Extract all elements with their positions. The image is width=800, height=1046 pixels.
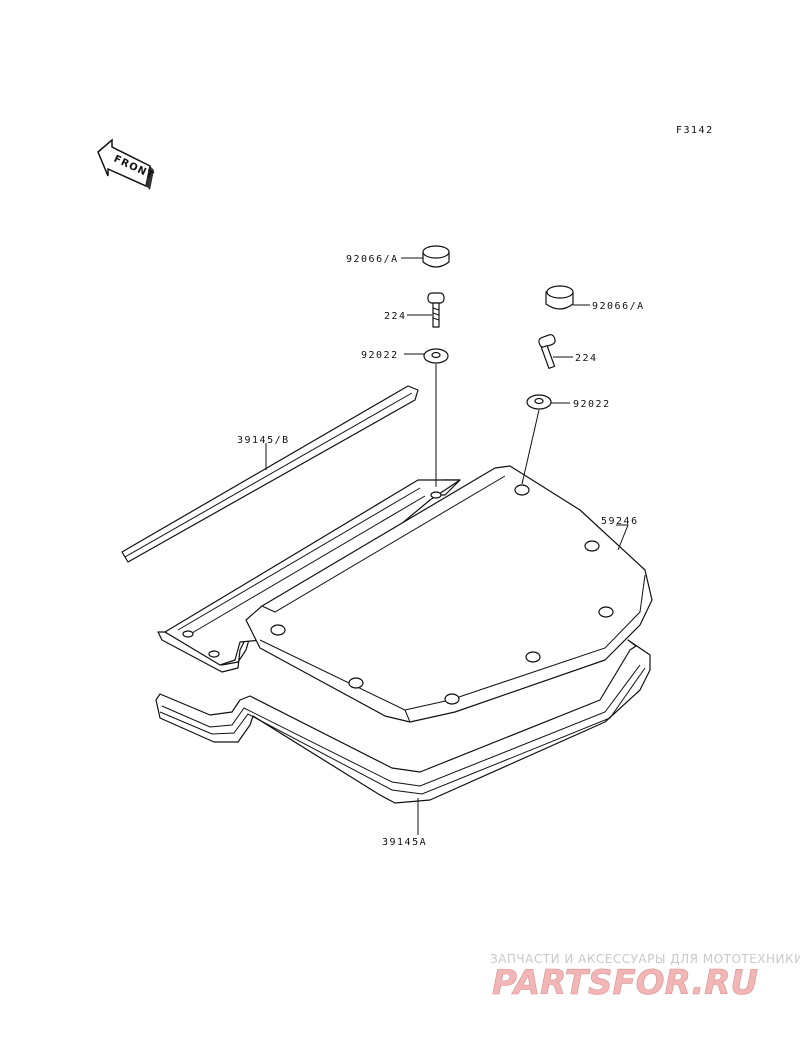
bolt-right (538, 334, 556, 369)
callout-lid: 59246 (601, 516, 639, 527)
callout-washer-left: 92022 (361, 350, 399, 361)
cap-left (422, 245, 450, 268)
figure-code: F3142 (676, 125, 714, 136)
trim-strip (121, 385, 419, 563)
lid-panel (157, 465, 653, 723)
callout-washer-right: 92022 (573, 399, 611, 410)
watermark-logo: PARTSFOR.RU (492, 963, 758, 1003)
cap-right (545, 285, 574, 310)
callout-cap-right: 92066/A (592, 301, 645, 312)
washer-right (526, 394, 552, 410)
watermark-tagline: ЗАПЧАСТИ И АКСЕССУАРЫ ДЛЯ МОТОТЕХНИКИ (490, 952, 800, 966)
front-arrow-icon: FRONT (97, 138, 156, 190)
seal-gasket (155, 639, 651, 804)
leader-lines (265, 257, 629, 835)
callout-cap-left: 92066/A (346, 254, 399, 265)
callout-bolt-left: 224 (384, 311, 407, 322)
watermark: ЗАПЧАСТИ И АКСЕССУАРЫ ДЛЯ МОТОТЕХНИКИ PA… (490, 952, 800, 1003)
washer-left (423, 348, 449, 364)
callout-seal: 39145A (382, 837, 427, 848)
bolt-left (427, 292, 445, 328)
callout-bolt-right: 224 (575, 353, 598, 364)
callout-trim-strip: 39145/B (237, 435, 290, 446)
